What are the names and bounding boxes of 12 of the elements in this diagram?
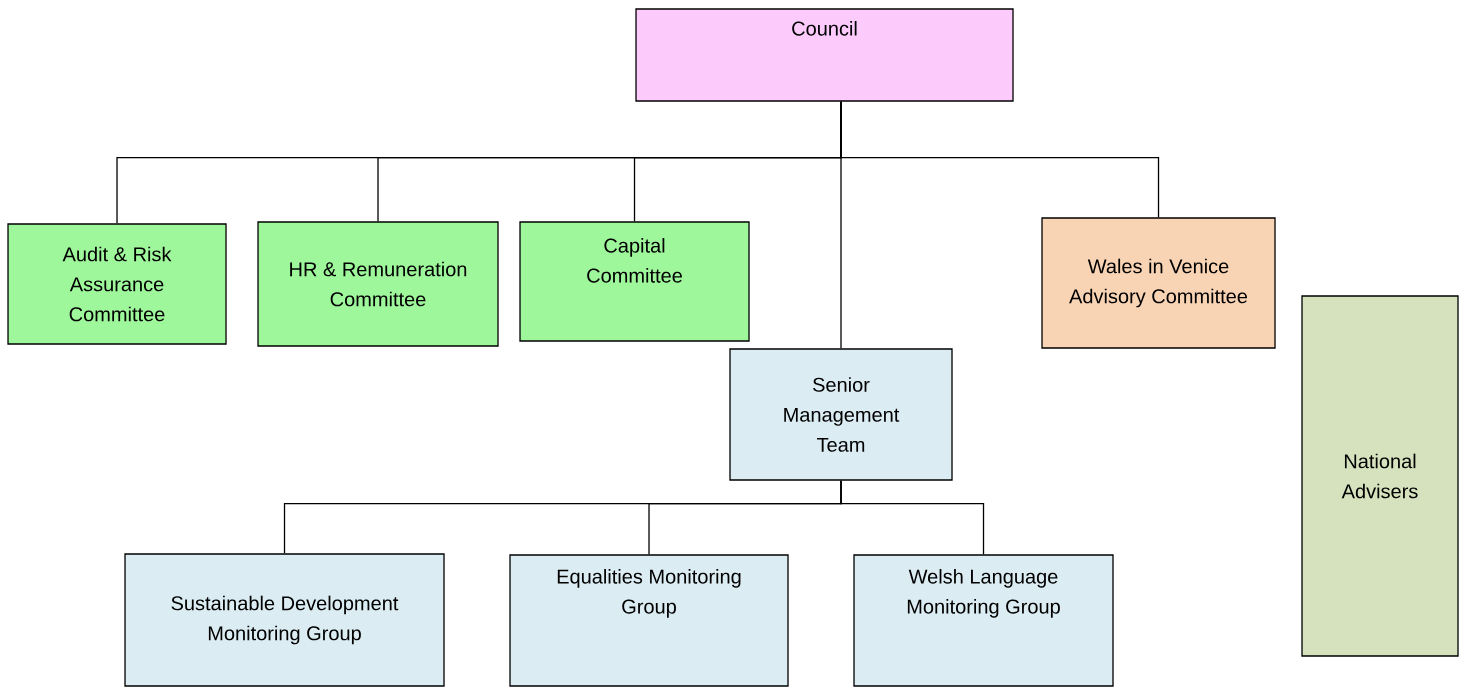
- org-box: Welsh Language Monitoring Group: [853, 554, 1114, 687]
- org-box: Equalities Monitoring Group: [509, 554, 789, 687]
- connector-line: [840, 101, 842, 349]
- org-box: Council: [635, 8, 1014, 102]
- connector-line: [840, 480, 985, 555]
- org-box: Capital Committee: [519, 221, 750, 342]
- org-box: HR & Remuneration Committee: [257, 221, 499, 347]
- org-box: National Advisers: [1301, 295, 1459, 657]
- org-box: Senior Management Team: [729, 348, 953, 481]
- org-box: Sustainable Development Monitoring Group: [124, 553, 445, 687]
- org-box: Wales in Venice Advisory Committee: [1041, 217, 1276, 349]
- org-box: Audit & Risk Assurance Committee: [7, 223, 227, 345]
